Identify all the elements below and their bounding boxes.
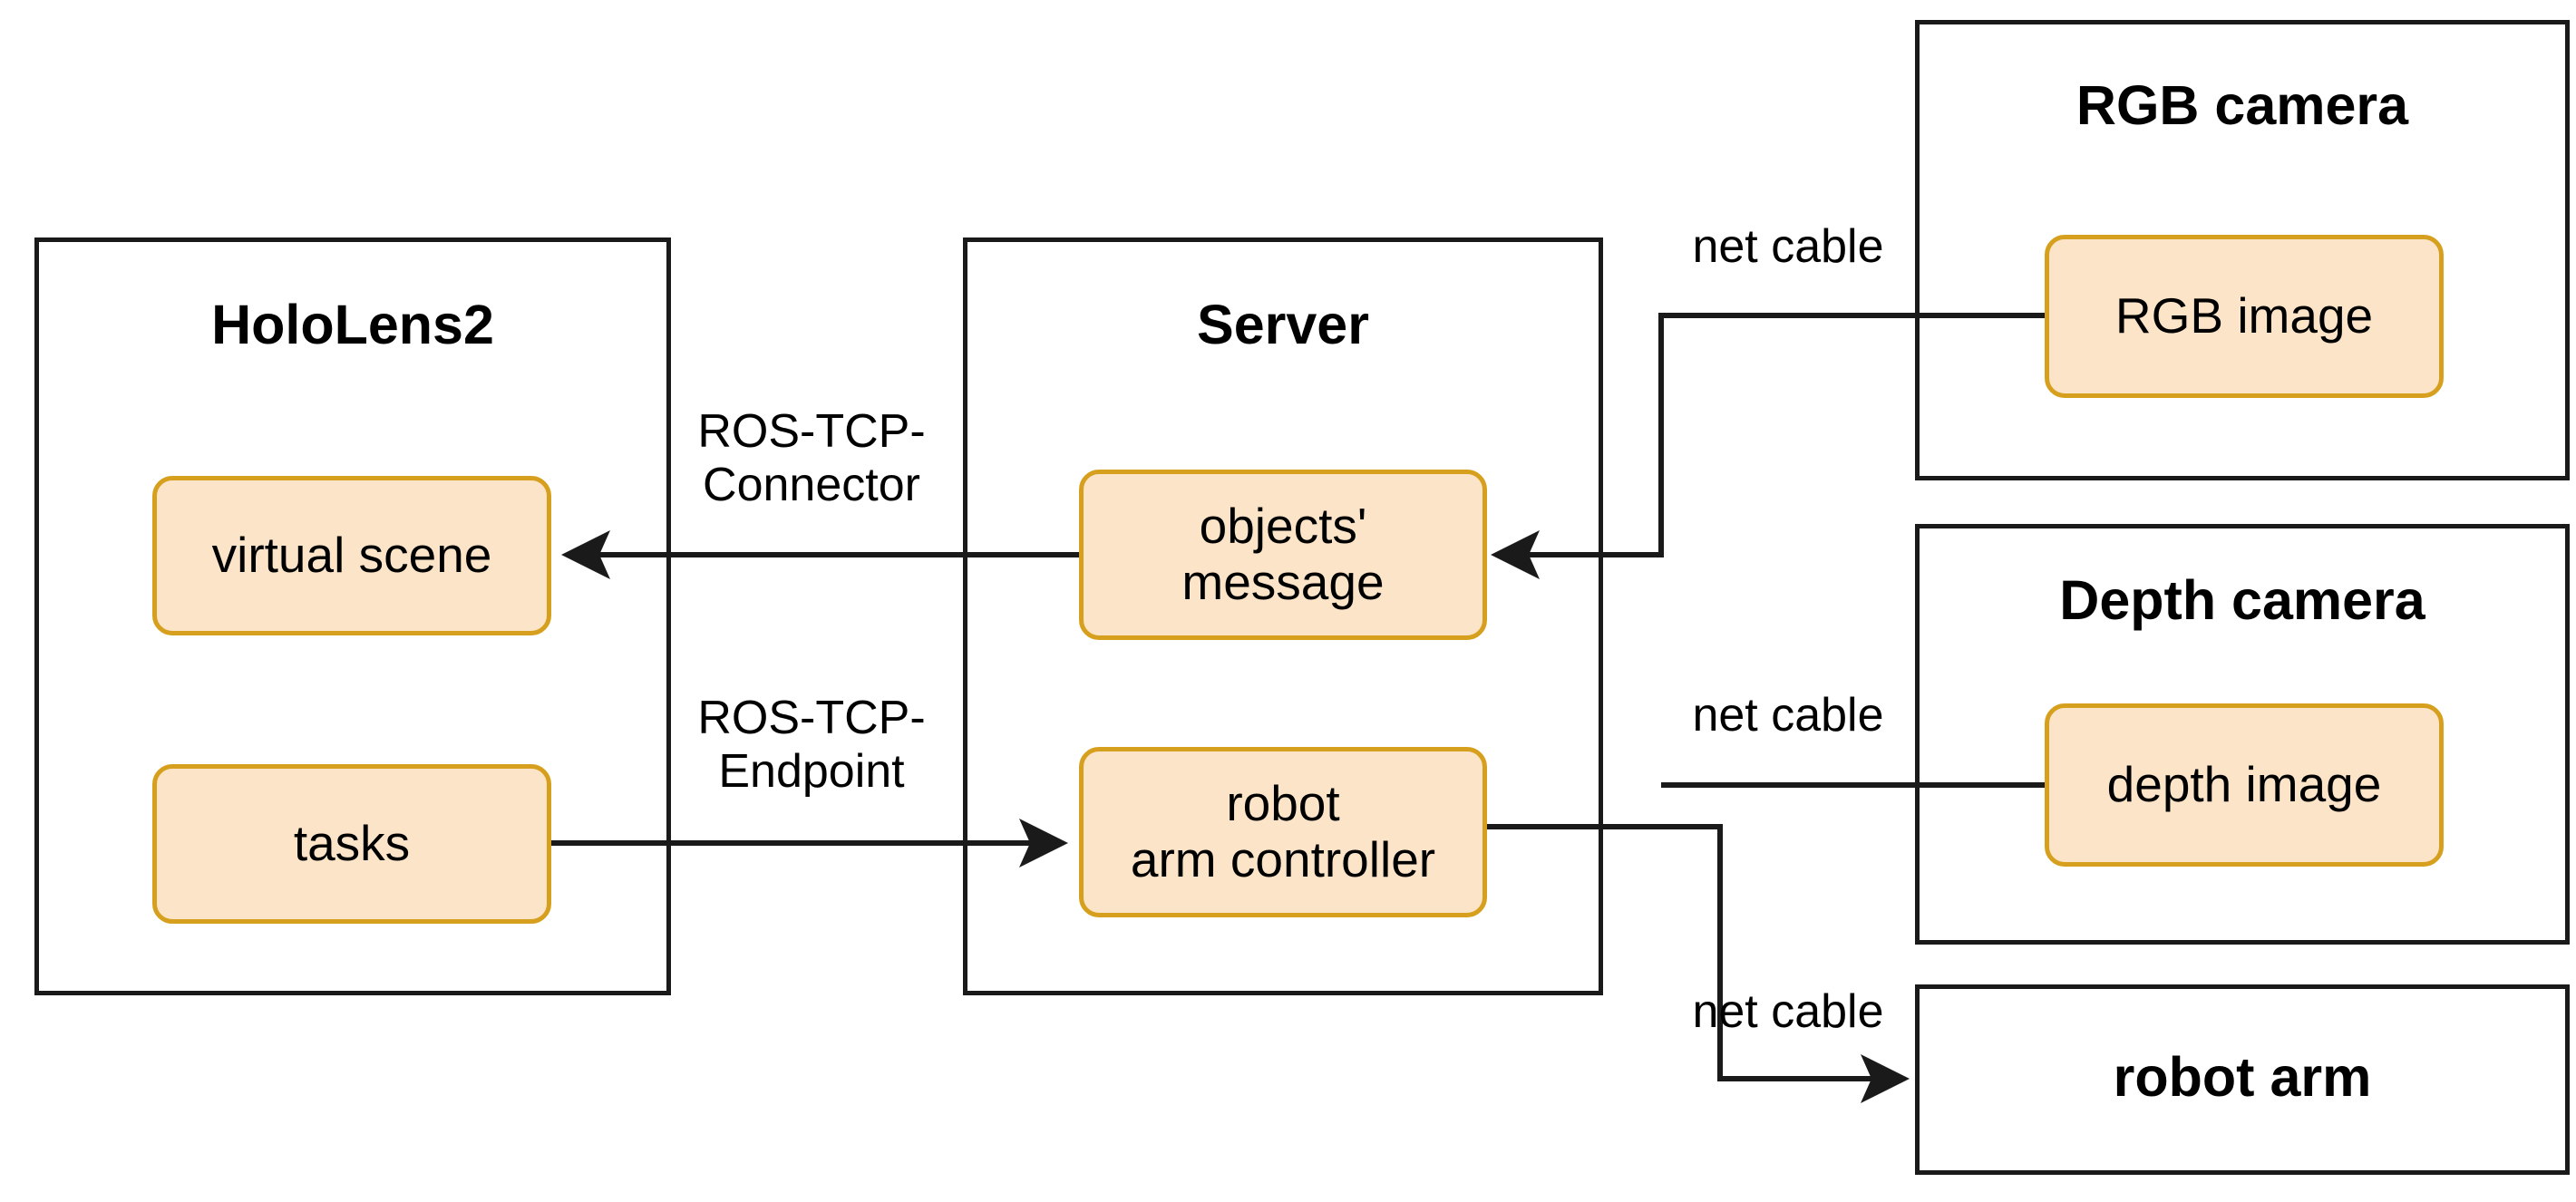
container-server[interactable] [963,237,1603,995]
container-title-depth-camera: Depth camera [2059,569,2425,631]
edge-label-ros-tcp-connector: ROS-TCP- Connector [697,405,926,512]
container-rgb-camera[interactable] [1915,20,2570,480]
edge-rgb-to-objects [1491,313,2046,579]
container-title-hololens2: HoloLens2 [211,294,494,355]
edge-label-net-cable-arm: net cable [1692,985,1884,1038]
node-depth-image[interactable]: depth image [2045,703,2444,867]
node-objects-message[interactable]: objects' message [1079,470,1487,640]
container-hololens2[interactable] [34,237,671,995]
container-depth-camera[interactable] [1915,524,2570,945]
node-tasks[interactable]: tasks [152,764,551,924]
container-title-server: Server [1197,294,1369,355]
node-robot-arm-controller[interactable]: robot arm controller [1079,747,1487,917]
container-title-rgb-camera: RGB camera [2075,74,2409,136]
edge-label-net-cable-depth: net cable [1692,689,1884,742]
node-virtual-scene[interactable]: virtual scene [152,476,551,635]
node-rgb-image[interactable]: RGB image [2045,235,2444,398]
container-title-robot-arm: robot arm [2113,1046,2372,1108]
edge-label-ros-tcp-endpoint: ROS-TCP- Endpoint [697,692,926,799]
container-robot-arm[interactable] [1915,984,2570,1175]
edge-label-net-cable-rgb: net cable [1692,220,1884,273]
